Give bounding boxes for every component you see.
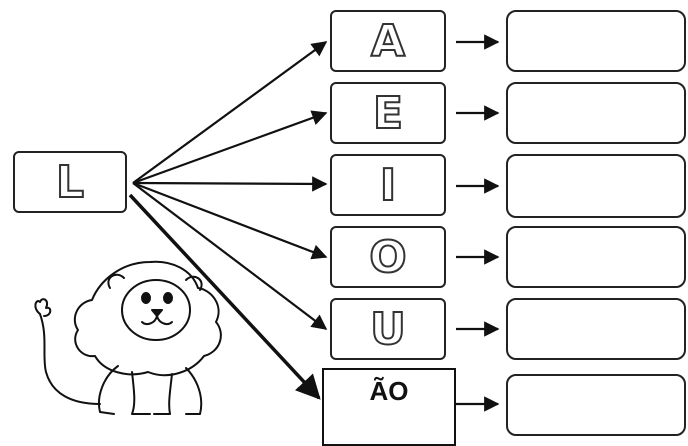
vowel-box-i: I <box>330 154 446 216</box>
special-ending-text: ÃO <box>369 376 409 406</box>
lion-icon <box>34 260 222 415</box>
arrow-to-i <box>132 176 328 192</box>
source-letter: L <box>55 156 85 209</box>
answer-box[interactable] <box>506 298 686 360</box>
answer-box[interactable] <box>506 226 686 288</box>
answer-box[interactable] <box>506 10 686 72</box>
answer-box[interactable] <box>506 374 686 436</box>
answer-box[interactable] <box>506 154 686 218</box>
vowel-letter-e: E <box>372 87 404 140</box>
arrow-to-e <box>132 110 328 185</box>
arrow-to-ao <box>128 193 321 400</box>
arrow-to-o <box>132 181 328 260</box>
vowel-letter-i: I <box>379 159 397 212</box>
vowel-box-e: E <box>330 82 446 144</box>
vowel-box-a: A <box>330 10 446 72</box>
arrow-to-u <box>132 182 328 330</box>
vowel-letter-a: A <box>370 15 406 68</box>
vowel-letter-o: O <box>368 231 407 284</box>
vowel-letter-u: U <box>369 303 407 356</box>
vowel-box-o: O <box>330 226 446 288</box>
vowel-box-u: U <box>330 298 446 360</box>
special-ending-box: ÃO <box>322 368 456 446</box>
answer-box[interactable] <box>506 82 686 144</box>
arrow-to-a <box>132 41 328 184</box>
source-letter-box: L <box>13 151 127 213</box>
